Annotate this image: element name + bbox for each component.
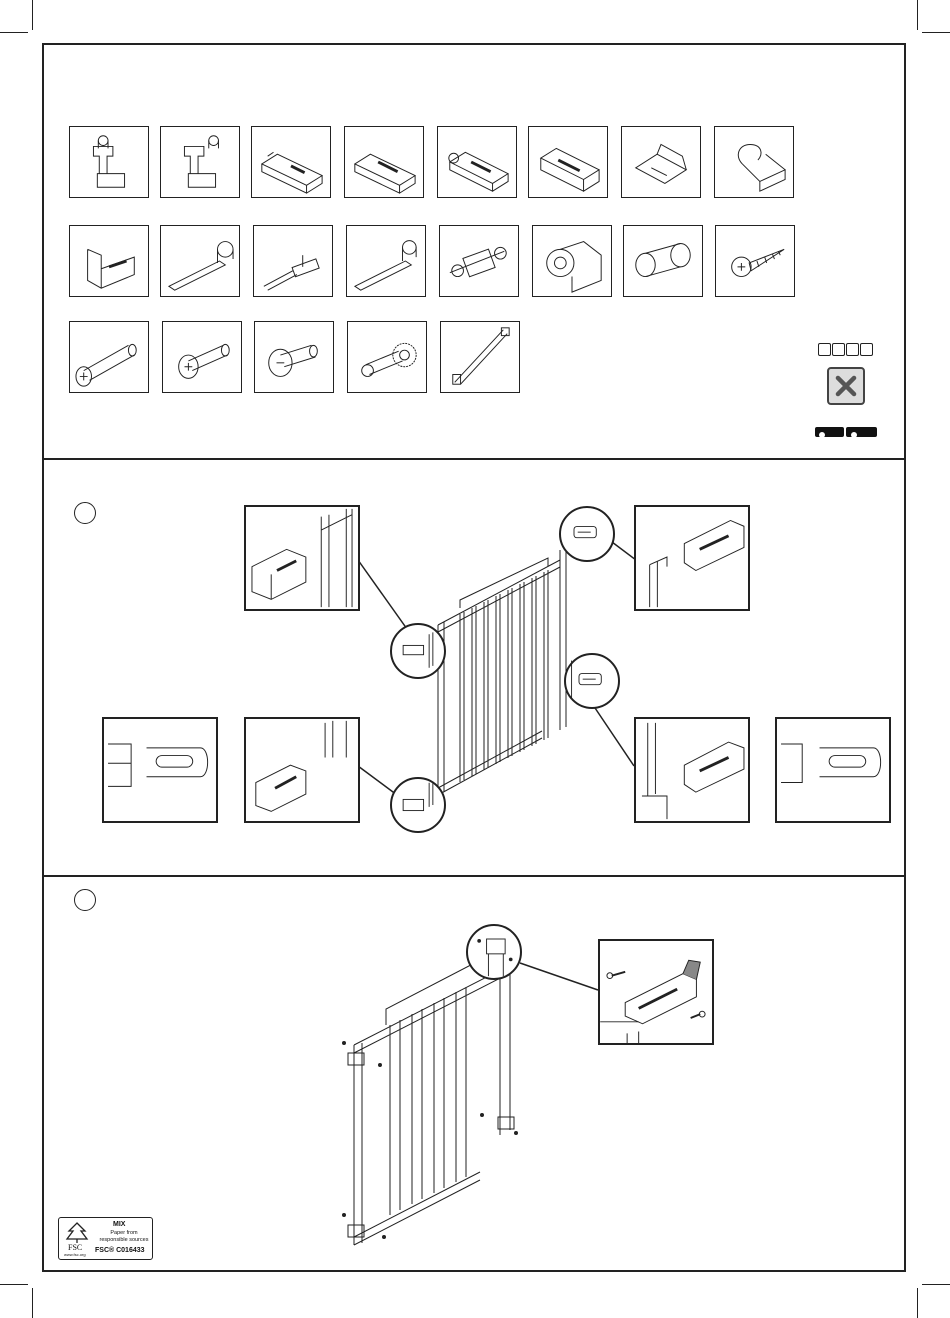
detail-box-top-right	[634, 505, 750, 611]
detail-box-bottom-right	[634, 717, 750, 823]
fsc-code: FSC® C016433	[95, 1247, 145, 1254]
detail-box-bottom-left	[244, 717, 360, 823]
detail-circle	[390, 777, 446, 833]
detail-circle	[466, 924, 522, 980]
detail-circle	[390, 623, 446, 679]
detail-box-screws	[598, 939, 714, 1045]
detail-circle	[559, 506, 615, 562]
fsc-logo: FSC www.fsc.org MIX Paper from responsib…	[58, 1217, 153, 1260]
fsc-text: Paper from responsible sources	[97, 1230, 151, 1243]
step-number	[74, 889, 96, 911]
detail-box-bottom-left-outer	[102, 717, 218, 823]
fsc-mark: FSC	[68, 1243, 82, 1252]
fsc-tree-icon	[65, 1221, 89, 1243]
fsc-label: MIX	[113, 1221, 125, 1228]
fsc-url: www.fsc.org	[64, 1252, 86, 1257]
detail-circle	[564, 653, 620, 709]
detail-box-bottom-right-outer	[775, 717, 891, 823]
detail-box-top-left	[244, 505, 360, 611]
